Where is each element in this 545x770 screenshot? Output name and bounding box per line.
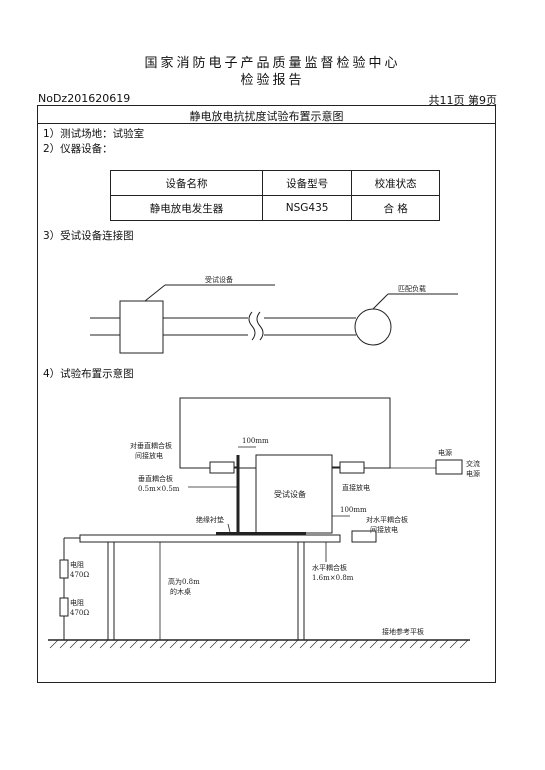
content-frame	[37, 105, 496, 683]
report-title: 检验报告	[240, 73, 305, 88]
connection-diagram: 受试设备 匹配负载	[90, 275, 458, 354]
page-info: 共11页 第9页	[428, 94, 498, 107]
resistor-label: 电阻	[70, 560, 84, 569]
hcp-label: 水平耦合板	[312, 563, 347, 572]
power-label: 电源	[438, 448, 452, 457]
eut-label: 受试设备	[205, 275, 233, 284]
section-instruments: 2）仪器设备：	[43, 143, 113, 155]
insulation-label: 绝缘衬垫	[196, 515, 224, 524]
section-connection-diagram: 3）受试设备连接图	[43, 230, 134, 242]
vcp-size-label: 0.5m×0.5m	[138, 485, 180, 493]
hcp-indirect-label-2: 间接放电	[370, 525, 398, 534]
ac-power-label: 交流	[466, 459, 480, 468]
matched-load-circle	[354, 308, 392, 346]
table-row: 静电放电发生器 NSG435 合 格	[109, 195, 440, 221]
cable-break-mark	[248, 311, 256, 341]
section-test-site: 1）测试场地：试验室	[43, 128, 145, 140]
power-supply-box	[435, 459, 463, 475]
hcp-size-label: 1.6m×0.8m	[312, 574, 354, 582]
cell-equipment-model: NSG435	[262, 195, 353, 221]
eut-layout-box	[255, 454, 333, 534]
cable-break-mark	[256, 311, 264, 341]
resistor-value-label: 470Ω	[70, 609, 89, 617]
direct-discharge-label: 直接放电	[342, 483, 370, 492]
eut-layout-label: 受试设备	[274, 489, 306, 499]
vcp-discharge-probe	[209, 461, 235, 474]
resistor-lower	[59, 597, 69, 617]
eut-box	[119, 300, 164, 354]
cell-equipment-name: 静电放电发生器	[109, 195, 264, 221]
vcp-indirect-label-2: 间接放电	[135, 451, 163, 460]
direct-discharge-probe	[339, 461, 365, 474]
layout-diagram: 受试设备 100mm 对垂直耦合板 间接放电 垂直耦合板 0.5m×0.5m 直…	[48, 397, 480, 649]
hcp-discharge-probe	[351, 530, 377, 543]
eut-leader-line	[144, 284, 166, 302]
resistor-label: 电阻	[70, 598, 84, 607]
ac-power-label-2: 电源	[466, 469, 480, 478]
ground-hatching	[49, 639, 469, 649]
frame-title: 静电放电抗扰度试验布置示意图	[189, 110, 344, 123]
table-header-row: 设备名称 设备型号 校准状态	[109, 170, 440, 196]
insulation-leader-line	[227, 523, 231, 533]
resistor-value-label: 470Ω	[70, 571, 89, 579]
report-org-title: 国家消防电子产品质量监督检验中心	[144, 56, 401, 71]
title-divider	[37, 123, 496, 124]
cell-calibration-status: 合 格	[351, 195, 440, 221]
vcp-indirect-label: 对垂直耦合板	[130, 441, 172, 450]
resistor-upper	[59, 559, 69, 579]
report-number: NoDz201620619	[38, 92, 131, 105]
ground-plane-label: 接地参考平板	[382, 627, 424, 636]
dim-label-100mm-top: 100mm	[242, 437, 269, 445]
vcp-label: 垂直耦合板	[138, 474, 173, 483]
dim-label-100mm-right: 100mm	[340, 506, 367, 514]
equipment-table: 设备名称 设备型号 校准状态 静电放电发生器 NSG435 合 格	[109, 170, 440, 221]
insulation-pad	[216, 532, 306, 535]
hcp-indirect-label: 对水平耦合板	[366, 515, 408, 524]
horizontal-coupling-plane	[79, 534, 341, 543]
load-label: 匹配负载	[398, 284, 426, 293]
section-layout-diagram: 4）试验布置示意图	[43, 368, 134, 380]
load-leader-line	[372, 293, 389, 310]
table-material-label: 的木桌	[170, 587, 191, 596]
table-height-label: 高为0.8m	[168, 577, 200, 586]
